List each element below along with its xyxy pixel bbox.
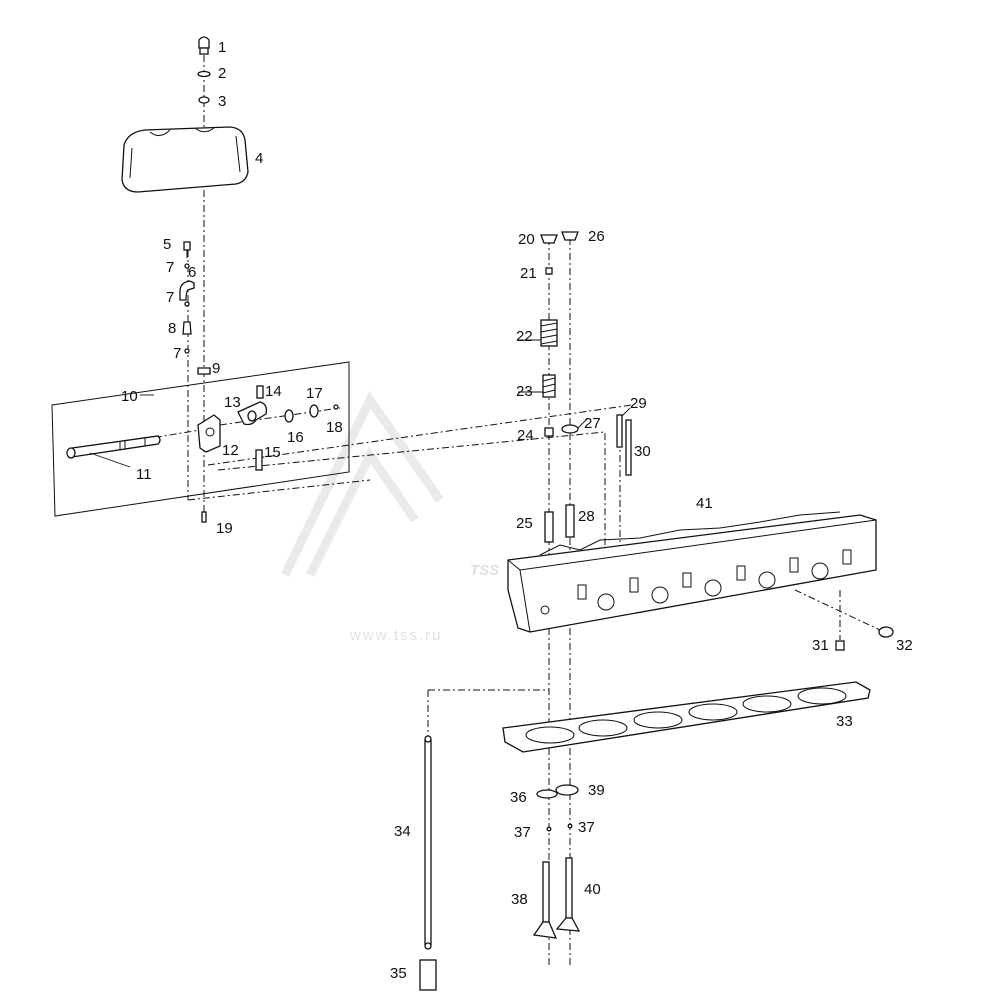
tappet [419, 959, 437, 991]
callout-8: 8 [168, 320, 176, 337]
callout-6: 6 [188, 264, 196, 281]
callout-21: 21 [520, 265, 537, 282]
spring-seat [544, 427, 554, 437]
callout-7b: 7 [166, 289, 174, 306]
callout-14: 14 [265, 383, 282, 400]
dowel-tube [616, 414, 623, 448]
intake-valve-seat [536, 789, 558, 799]
push-rod-cup [255, 449, 263, 471]
spring-retainer [540, 234, 558, 244]
valve-cover [121, 126, 249, 193]
watermark-logo-text: TSS [470, 562, 499, 579]
callout-28: 28 [578, 508, 595, 525]
washer [197, 70, 211, 78]
callout-11: 11 [136, 466, 152, 483]
stud-pin [625, 419, 632, 476]
valve-stem-seal-exhaust [567, 823, 573, 829]
callout-39: 39 [588, 782, 605, 799]
head-ports [540, 549, 852, 615]
exhaust-valve-guide [565, 504, 575, 538]
callout-37b: 37 [578, 819, 595, 836]
leader-lines [89, 339, 631, 468]
exhaust-spring-retainer [561, 231, 579, 241]
outer-valve-spring [540, 319, 558, 347]
cylinder-head [507, 511, 877, 633]
watermark-logo-mark [280, 391, 444, 578]
callout-37a: 37 [514, 824, 531, 841]
dowel-pin [201, 511, 207, 523]
cylinder-head-gasket [502, 681, 871, 753]
rocker-arm [237, 401, 268, 426]
callout-7c: 7 [173, 345, 181, 362]
intake-valve-guide [544, 511, 554, 543]
callout-27: 27 [584, 415, 601, 432]
callout-9: 9 [212, 360, 220, 377]
rocker-shaft [66, 435, 161, 459]
callout-12: 12 [222, 442, 239, 459]
o-ring [878, 626, 894, 638]
callout-41: 41 [696, 495, 713, 512]
callout-20: 20 [518, 231, 535, 248]
rocker-assembly-frame [51, 361, 350, 517]
callout-32: 32 [896, 637, 913, 654]
callout-4: 4 [255, 150, 263, 167]
rocker-support [197, 414, 221, 453]
callout-29: 29 [630, 395, 647, 412]
oil-pipe-group [179, 241, 211, 375]
callout-30: 30 [634, 443, 651, 460]
callout-7a: 7 [166, 259, 174, 276]
callout-3: 3 [218, 93, 226, 110]
watermark: TSS www.tss.ru [280, 391, 499, 644]
callout-15: 15 [264, 444, 281, 461]
valve-stem-seal-intake [546, 826, 552, 832]
callout-33: 33 [836, 713, 853, 730]
watermark-url: www.tss.ru [349, 627, 443, 644]
callout-35: 35 [390, 965, 407, 982]
exhaust-spring-seat [561, 424, 579, 434]
callout-34: 34 [394, 823, 411, 840]
callout-16: 16 [287, 429, 304, 446]
callout-18: 18 [326, 419, 343, 436]
seal-ring [198, 96, 210, 104]
exhaust-valve-seat [555, 784, 579, 796]
callout-2: 2 [218, 65, 226, 82]
assembly-centerlines [139, 55, 881, 965]
intake-valve [532, 861, 558, 939]
callout-19: 19 [216, 520, 233, 537]
exhaust-valve [555, 857, 581, 932]
callout-26: 26 [588, 228, 605, 245]
callout-40: 40 [584, 881, 601, 898]
callout-24: 24 [517, 427, 534, 444]
callout-31: 31 [812, 637, 829, 654]
callout-1: 1 [218, 39, 226, 56]
callout-5: 5 [163, 236, 171, 253]
callout-13: 13 [224, 394, 241, 411]
adjust-screw [256, 385, 264, 399]
plug-screw [835, 640, 845, 651]
cap-nut [198, 36, 210, 55]
callout-23: 23 [516, 383, 533, 400]
callout-labels: 1 2 3 4 5 6 7 7 8 7 9 10 11 12 13 14 15 … [121, 39, 913, 982]
callout-17: 17 [306, 385, 323, 402]
callout-10: 10 [121, 388, 138, 405]
push-rod [424, 735, 432, 950]
callout-22: 22 [516, 328, 533, 345]
valve-collet [545, 267, 553, 275]
callout-25: 25 [516, 515, 533, 532]
callout-36: 36 [510, 789, 527, 806]
spring-washer [309, 404, 319, 418]
inner-valve-spring [542, 374, 556, 398]
valve-train [540, 231, 632, 543]
circlip [333, 404, 339, 410]
spacer-ring [284, 409, 294, 423]
callout-38: 38 [511, 891, 528, 908]
